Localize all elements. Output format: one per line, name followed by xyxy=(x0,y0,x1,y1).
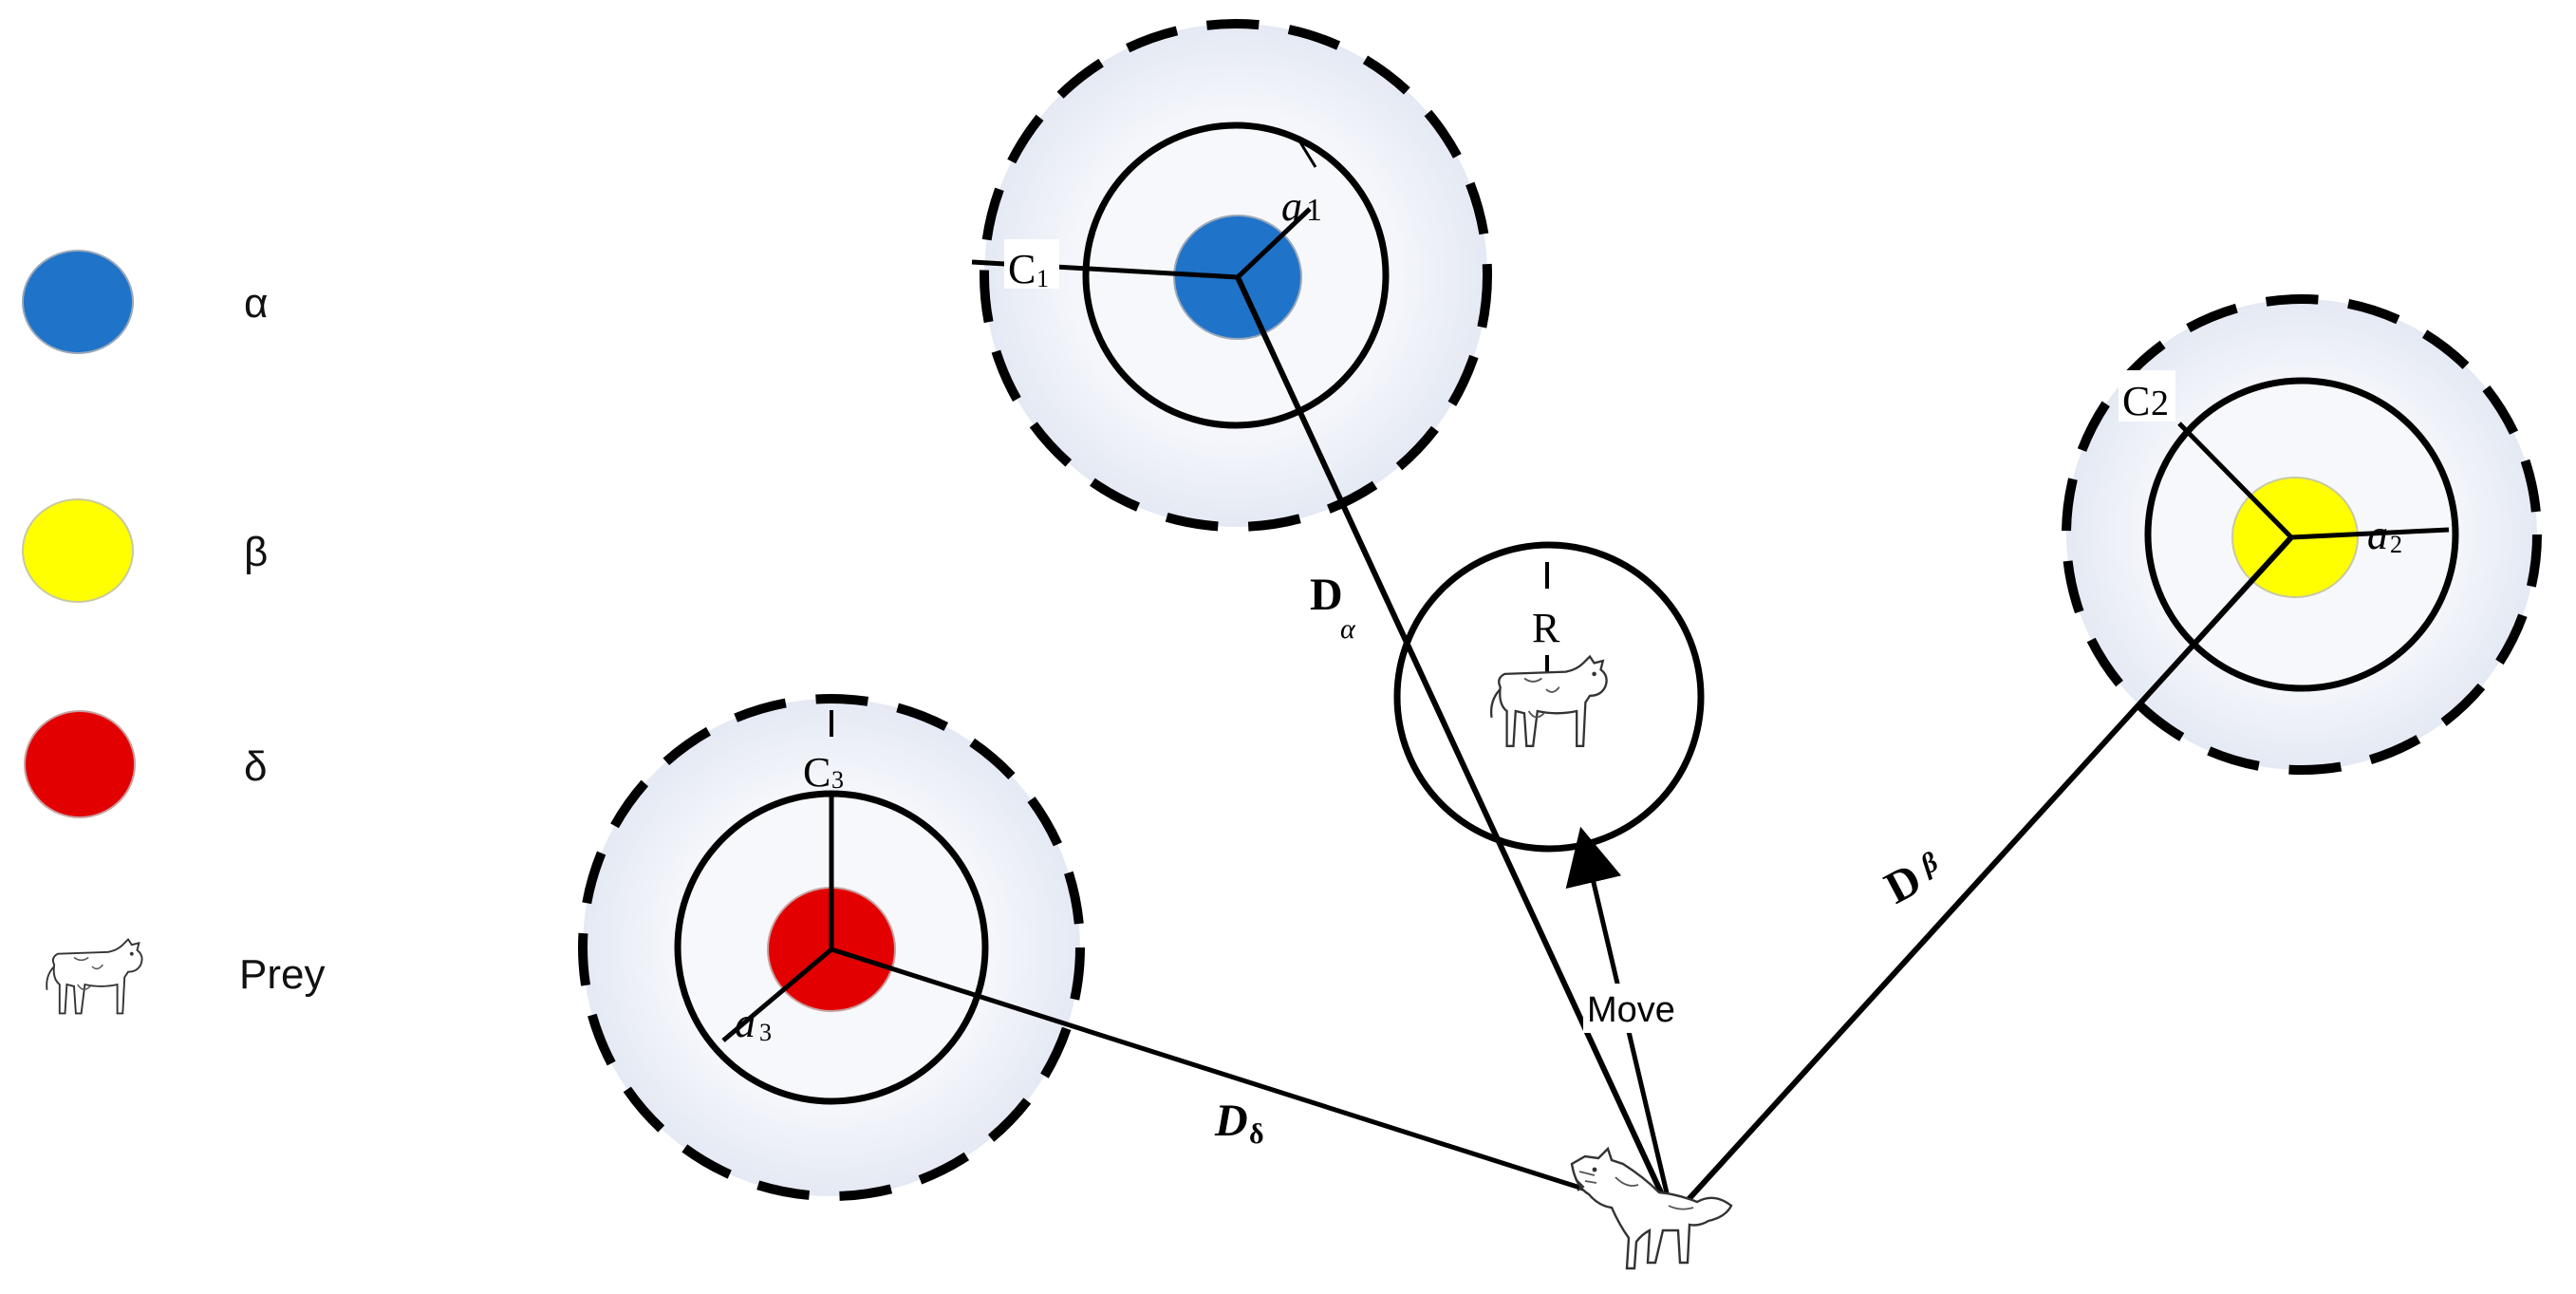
r-label: R xyxy=(1532,605,1560,651)
a2-label-sub: 2 xyxy=(2390,531,2402,558)
legend: α β δ Prey xyxy=(22,250,325,1015)
d-alpha-label-sub: α xyxy=(1340,613,1356,645)
c1-label-sub: 1 xyxy=(1036,265,1049,292)
legend-beta-dot xyxy=(22,498,134,603)
prey-group: R xyxy=(1393,541,1705,853)
beta-c2-radius xyxy=(2177,422,2293,539)
a2-label: a xyxy=(2367,512,2388,558)
legend-delta-label: δ xyxy=(244,743,268,790)
d-delta-label-sub: δ xyxy=(1249,1118,1264,1150)
c3-label: C xyxy=(803,749,831,796)
a1-label-sub: 1 xyxy=(1306,193,1322,228)
delta-group: C 3 a 3 xyxy=(578,694,1085,1201)
c1-label: C xyxy=(1008,246,1036,292)
move-label: Move xyxy=(1587,990,1675,1030)
distance-lines xyxy=(831,275,2294,1220)
beta-group: C 2 a 2 xyxy=(2062,294,2542,775)
beta-outer-dashed-circle xyxy=(2062,294,2542,775)
legend-delta-dot xyxy=(24,710,136,818)
d-alpha-label: D xyxy=(1310,570,1343,620)
delta-outer-dashed-circle xyxy=(578,694,1085,1201)
beta-a2-radius xyxy=(2290,527,2450,540)
d-delta-label: D xyxy=(1214,1096,1248,1146)
wolf-icon xyxy=(1570,1146,1733,1270)
d-delta-line xyxy=(831,947,1673,1220)
legend-prey-label: Prey xyxy=(239,951,325,998)
legend-cow-icon xyxy=(46,938,143,1015)
alpha-a1-radius xyxy=(1236,207,1312,279)
c2-label: C xyxy=(2122,378,2150,424)
a1-label: a xyxy=(1281,183,1302,230)
d-alpha-line xyxy=(1235,275,1675,1219)
legend-alpha-label: α xyxy=(244,280,268,327)
alpha-group: C 1 a 1 xyxy=(971,19,1492,532)
legend-alpha-dot xyxy=(22,250,134,354)
legend-beta-label: β xyxy=(244,529,268,575)
a3-label: a xyxy=(735,1000,756,1046)
d-beta-label-sub: β xyxy=(1914,846,1944,881)
d-beta-line xyxy=(1670,534,2294,1220)
alpha-outer-dashed-circle xyxy=(980,19,1492,532)
c2-label-sub: 2 xyxy=(2151,384,2169,423)
c3-label-sub: 3 xyxy=(831,766,844,794)
delta-a3-radius xyxy=(721,947,833,1042)
a3-label-sub: 3 xyxy=(759,1019,772,1046)
move-arrow xyxy=(1565,826,1675,1218)
alpha-tick xyxy=(1298,141,1317,168)
